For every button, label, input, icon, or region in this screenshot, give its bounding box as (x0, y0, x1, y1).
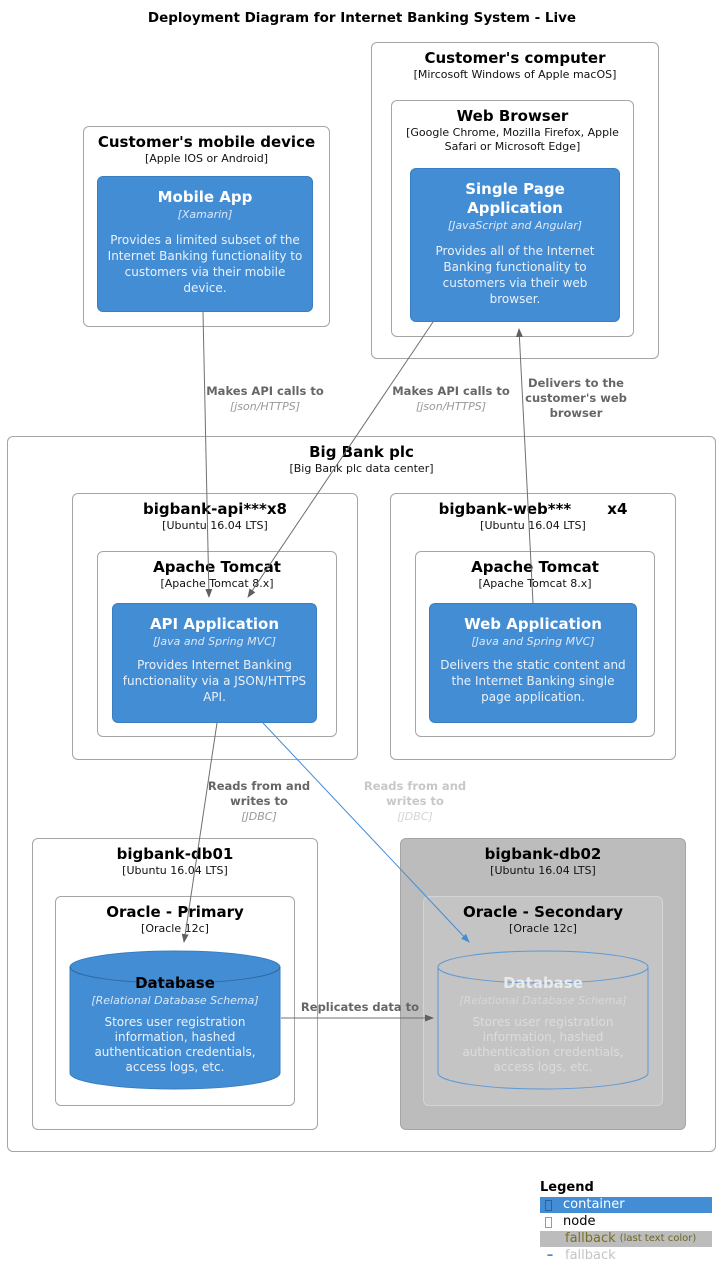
node-subtitle: [Oracle 12c] (141, 922, 209, 935)
container-technology: [Relational Database Schema] (91, 994, 259, 1007)
edge-technology: [JDBC] (241, 810, 277, 823)
legend-item-label: node (563, 1214, 596, 1229)
container-title: Database (135, 974, 215, 992)
legend-item-node: node (540, 1214, 712, 1230)
edge-label-spa-api: Makes API calls to [json/HTTPS] (390, 384, 512, 414)
legend-item-fallback-line: – fallback (540, 1248, 712, 1264)
node-subtitle: [Ubuntu 16.04 LTS] (162, 519, 268, 532)
missing-glyph-icon (545, 1199, 552, 1211)
edge-label-api-db2: Reads from and writes to [JDBC] (355, 779, 475, 824)
container-web-application: Web Application [Java and Spring MVC] De… (429, 603, 637, 723)
container-title: Single Page Application (465, 180, 565, 217)
container-description: Delivers the static content and the Inte… (440, 658, 626, 704)
container-technology: [Java and Spring MVC] (152, 635, 277, 648)
legend-item-note: (last text color) (619, 1233, 697, 1244)
container-api-application: API Application [Java and Spring MVC] Pr… (112, 603, 317, 723)
legend-item-label: fallback (565, 1231, 616, 1246)
node-subtitle: [Oracle 12c] (509, 922, 577, 935)
legend-title: Legend (540, 1180, 594, 1195)
node-subtitle: [Ubuntu 16.04 LTS] (480, 519, 586, 532)
container-title: Database (503, 974, 583, 992)
edge-label-text: Reads from and writes to (363, 779, 467, 808)
edge-label-db1-db2: Replicates data to (295, 1000, 425, 1015)
node-title: bigbank-db02 (484, 845, 602, 863)
container-description: Provides a limited subset of the Interne… (107, 233, 303, 295)
container-database-primary: Database [Relational Database Schema] St… (69, 950, 281, 1090)
edge-label-api-db1: Reads from and writes to [JDBC] (199, 779, 319, 824)
node-title: Oracle - Primary (106, 903, 244, 921)
container-title: Web Application (464, 615, 602, 633)
node-title: Apache Tomcat (471, 558, 599, 576)
database-cylinder-icon (69, 950, 281, 1090)
container-description: Stores user registration information, ha… (462, 1015, 624, 1074)
node-subtitle: [Ubuntu 16.04 LTS] (490, 864, 596, 877)
container-technology: [Java and Spring MVC] (471, 635, 595, 648)
node-title-name: bigbank-web*** (438, 500, 572, 518)
database-text: Database [Relational Database Schema] St… (437, 950, 649, 1075)
container-description: Provides all of the Internet Banking fun… (435, 244, 595, 306)
node-title: Customer's mobile device (97, 133, 316, 151)
node-title: Big Bank plc (309, 443, 414, 461)
database-text: Database [Relational Database Schema] St… (69, 950, 281, 1075)
node-subtitle: [Ubuntu 16.04 LTS] (122, 864, 228, 877)
container-technology: [Xamarin] (177, 208, 233, 221)
container-single-page-application: Single Page Application [JavaScript and … (410, 168, 620, 322)
node-subtitle: [Apple IOS or Android] (144, 152, 269, 165)
container-database-secondary: Database [Relational Database Schema] St… (437, 950, 649, 1090)
legend-item-label: fallback (565, 1248, 616, 1263)
node-title: Web Browser (456, 107, 569, 125)
container-description: Provides Internet Banking functionality … (122, 658, 307, 704)
container-title: Mobile App (157, 188, 253, 206)
node-title: bigbank-db01 (116, 845, 234, 863)
edge-label-text: Delivers to the customer's web browser (525, 376, 627, 420)
node-subtitle: [Mircosoft Windows of Apple macOS] (413, 68, 617, 81)
edge-label-mobile-api: Makes API calls to [json/HTTPS] (200, 384, 330, 414)
edge-label-text: Reads from and writes to (207, 779, 311, 808)
node-subtitle: [Apache Tomcat 8.x] (478, 577, 592, 590)
edge-technology: [json/HTTPS] (415, 400, 487, 413)
edge-label-web-spa: Delivers to the customer's web browser (517, 376, 635, 421)
container-description: Stores user registration information, ha… (94, 1015, 256, 1074)
node-subtitle: [Big Bank plc data center] (289, 462, 434, 475)
node-title: Oracle - Secondary (462, 903, 624, 921)
edge-technology: [json/HTTPS] (229, 400, 301, 413)
edge-technology: [JDBC] (397, 810, 433, 823)
node-title: bigbank-api***x8 (142, 500, 287, 518)
node-title: Customer's computer (424, 49, 606, 67)
node-title-count: x4 (607, 500, 628, 518)
container-technology: [Relational Database Schema] (459, 994, 627, 1007)
container-mobile-app: Mobile App [Xamarin] Provides a limited … (97, 176, 313, 312)
legend-item-container: container (540, 1197, 712, 1213)
edge-label-text: Makes API calls to (392, 384, 510, 398)
legend-item-label: container (563, 1197, 625, 1212)
container-title: API Application (149, 615, 280, 633)
node-title: Apache Tomcat (153, 558, 281, 576)
missing-glyph-icon (545, 1216, 552, 1228)
legend-item-fallback-bg: fallback (last text color) (540, 1231, 712, 1247)
page-title: Deployment Diagram for Internet Banking … (147, 10, 577, 26)
edge-label-text: Replicates data to (300, 1000, 420, 1014)
dash-icon: – (546, 1248, 554, 1263)
database-cylinder-icon (437, 950, 649, 1090)
legend: Legend container node fallback (last tex… (540, 1180, 712, 1265)
node-title: bigbank-web*** x4 (391, 500, 675, 518)
edge-label-text: Makes API calls to (206, 384, 324, 398)
node-subtitle: [Google Chrome, Mozilla Firefox, Apple S… (406, 126, 619, 153)
container-technology: [JavaScript and Angular] (447, 219, 583, 232)
node-subtitle: [Apache Tomcat 8.x] (160, 577, 274, 590)
